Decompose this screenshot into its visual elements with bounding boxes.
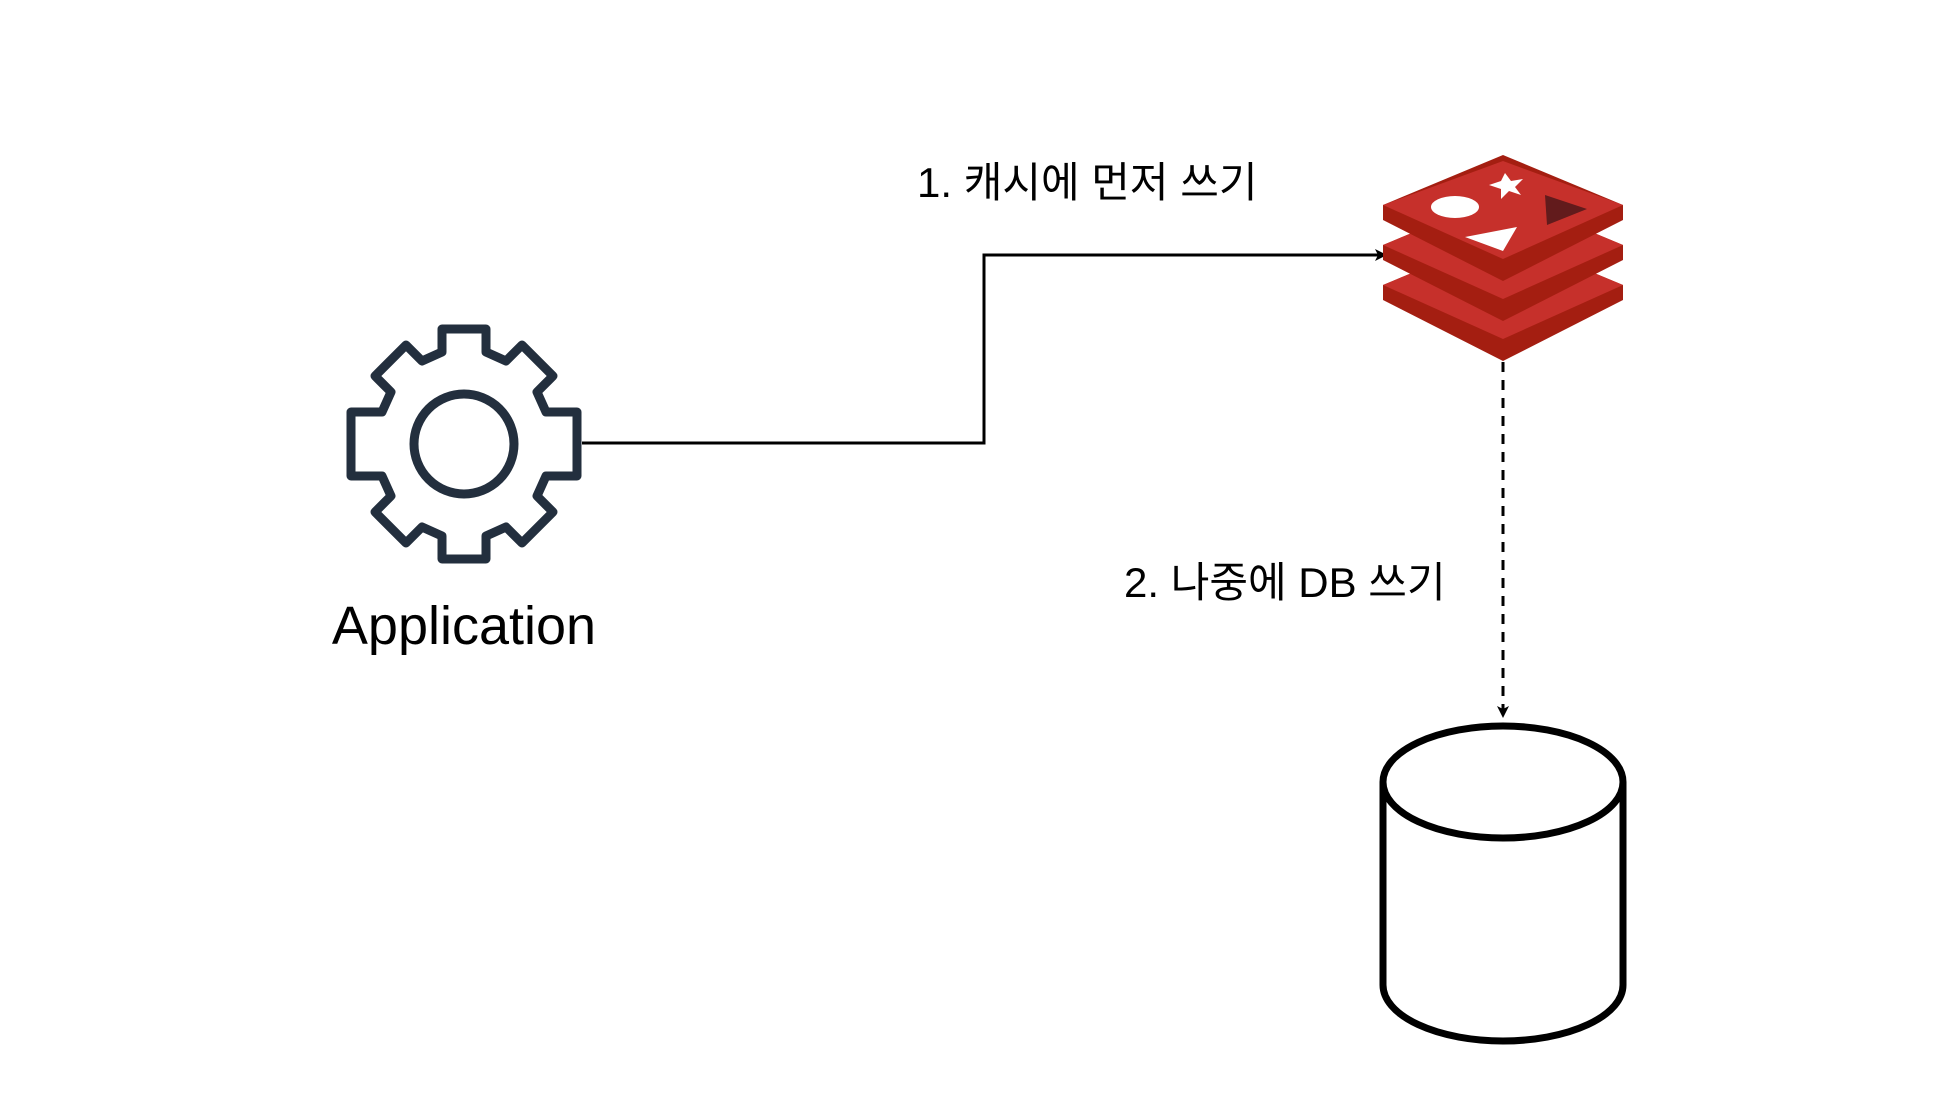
redis-icon <box>1383 155 1623 361</box>
app-to-cache-label: 1. 캐시에 먼저 쓰기 <box>917 159 1258 206</box>
database-cylinder-icon <box>1379 722 1627 1045</box>
application-label: Application <box>332 596 596 656</box>
gear-icon <box>346 324 582 564</box>
app-to-cache-arrow <box>582 249 1387 445</box>
cache-to-db-label: 2. 나중에 DB 쓰기 <box>1124 559 1446 606</box>
